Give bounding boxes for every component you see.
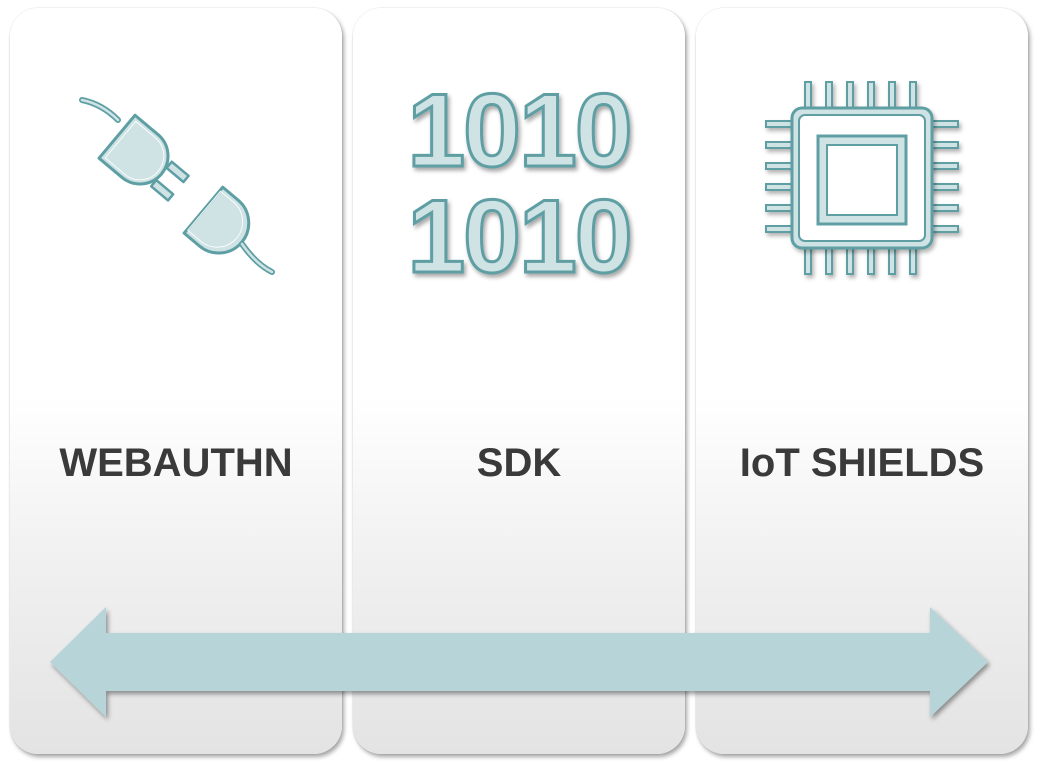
chip-pin xyxy=(867,81,875,111)
panel-iot-shields: IoT SHIELDS xyxy=(696,8,1028,754)
binary-code-icon: 1010 1010 xyxy=(406,72,634,297)
chip-pin xyxy=(846,245,854,275)
chip-pin xyxy=(929,141,959,149)
chip-pin xyxy=(765,141,795,149)
binary-row-1: 1010 xyxy=(407,73,630,189)
chip-pin xyxy=(825,245,833,275)
chip-pin xyxy=(765,183,795,191)
microchip-icon xyxy=(765,81,959,275)
chip-pin xyxy=(888,81,896,111)
chip-pin xyxy=(765,120,795,128)
panel-sdk: 1010 1010 SDK xyxy=(353,8,685,754)
plug-connector-icon xyxy=(79,97,275,275)
chip-pin xyxy=(888,245,896,275)
chip-pin xyxy=(909,245,917,275)
chip-pin xyxy=(929,183,959,191)
chip-pin xyxy=(929,225,959,233)
chip-pin xyxy=(765,162,795,170)
chip-pin xyxy=(846,81,854,111)
panel-webauthn: WEBAUTHN xyxy=(10,8,342,754)
panel-label-iot-shields: IoT SHIELDS xyxy=(739,441,985,485)
binary-row-2: 1010 xyxy=(407,179,630,295)
chip-pin xyxy=(929,204,959,212)
chip-pin xyxy=(804,245,812,275)
chip-pin xyxy=(929,162,959,170)
chip-pin xyxy=(929,120,959,128)
chip-pin xyxy=(825,81,833,111)
chip-pin xyxy=(909,81,917,111)
chip-pin xyxy=(765,204,795,212)
panel-label-sdk: SDK xyxy=(476,441,562,485)
chip-pin xyxy=(765,225,795,233)
panel-label-webauthn: WEBAUTHN xyxy=(59,441,293,485)
chip-pin xyxy=(804,81,812,111)
chip-pin xyxy=(867,245,875,275)
